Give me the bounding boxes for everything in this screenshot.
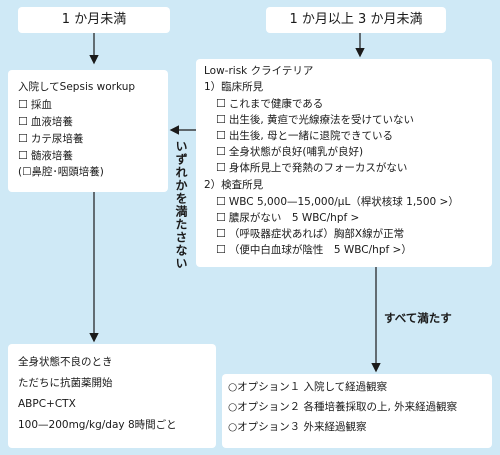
workup-item: 採血 — [18, 98, 52, 112]
antibiotic-box: 全身状態不良のとき ただちに抗菌薬開始 ABPC+CTX 100—200mg/k… — [8, 344, 216, 448]
option-line: ○オプション１ 入院して経過観察 — [228, 381, 388, 393]
header-under-1-month: 1 か月未満 — [18, 7, 170, 33]
header-under-1-month-text: 1 か月未満 — [61, 12, 127, 27]
workup-item: 血液培養 — [18, 115, 73, 129]
criteria-title: Low-risk クライテリア — [204, 65, 314, 77]
header-1-to-3-months: 1 か月以上 3 か月未満 — [266, 7, 446, 33]
option-line: ○オプション３ 外来経過観察 — [228, 421, 367, 433]
sepsis-workup-title: 入院してSepsis workup — [18, 81, 136, 93]
criteria-item: （便中白血球が陰性 5 WBC/hpf >） — [216, 243, 412, 257]
criteria-item: 全身状態が良好(哺乳が良好) — [216, 145, 363, 159]
criteria-item: WBC 5,000—15,000/μL（桿状核球 1,500 >） — [216, 195, 459, 209]
criteria-section-clinical: 1）臨床所見 — [204, 81, 264, 93]
antibiotic-line: 全身状態不良のとき — [18, 356, 113, 368]
option-line: ○オプション２ 各種培養採取の上, 外来経過観察 — [228, 401, 458, 413]
header-1-to-3-months-text: 1 か月以上 3 か月未満 — [289, 12, 423, 27]
criteria-item: 膿尿がない 5 WBC/hpf > — [216, 211, 359, 225]
criteria-section-lab: 2）検査所見 — [204, 179, 264, 191]
criteria-item: 出生後, 黄疸で光線療法を受けていない — [216, 113, 414, 127]
label-all-met: すべて満たす — [384, 311, 452, 325]
antibiotic-line: ABPC+CTX — [18, 398, 76, 410]
workup-item: カテ尿培養 — [18, 132, 84, 146]
antibiotic-line: ただちに抗菌薬開始 — [18, 377, 113, 389]
sepsis-workup-box: 入院してSepsis workup 採血 血液培養 カテ尿培養 髄液培養 (☐鼻… — [8, 70, 168, 192]
workup-extra: (☐鼻腔･咽頭培養) — [18, 166, 104, 178]
options-box: ○オプション１ 入院して経過観察 ○オプション２ 各種培養採取の上, 外来経過観… — [222, 374, 492, 448]
criteria-item: 出生後, 母と一緒に退院できている — [216, 129, 393, 143]
workup-item: 髄液培養 — [18, 149, 73, 163]
low-risk-criteria-box: Low-risk クライテリア 1）臨床所見 これまで健康である 出生後, 黄疸… — [196, 59, 492, 267]
criteria-item: 身体所見上で発熱のフォーカスがない — [216, 161, 408, 175]
criteria-item: （呼吸器症状あれば）胸部X線が正常 — [216, 227, 404, 241]
criteria-item: これまで健康である — [216, 97, 323, 111]
label-not-met: いずれかを満たさない — [174, 140, 188, 270]
antibiotic-line: 100—200mg/kg/day 8時間ごと — [18, 419, 177, 431]
